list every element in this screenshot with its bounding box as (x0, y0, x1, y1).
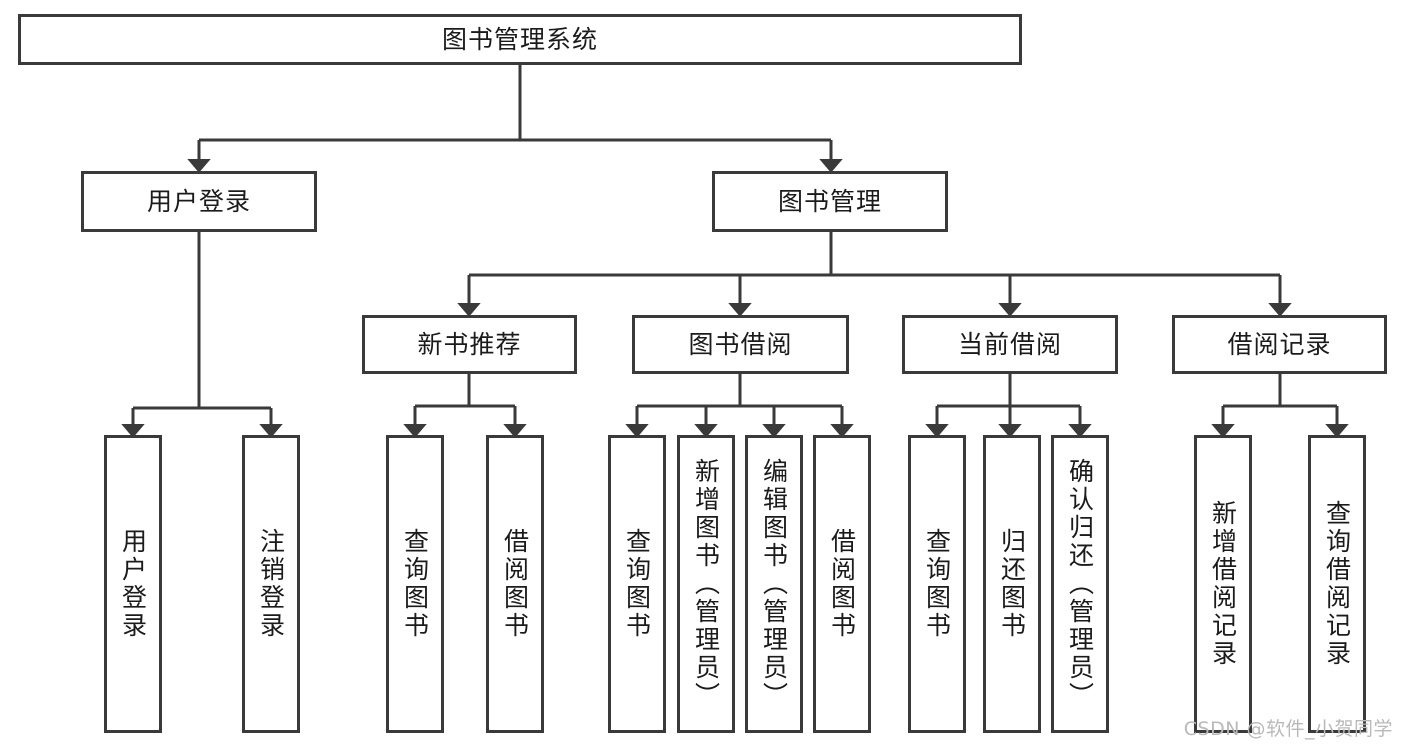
node-root[interactable]: 图书管理系统 (18, 14, 1022, 65)
leaf-query-book-borrow-label: 查询图书 (622, 528, 652, 640)
leaf-borrow-book-rec-label: 借阅图书 (500, 528, 530, 640)
node-user-login[interactable]: 用户登录 (81, 171, 317, 232)
node-book-manage-label: 图书管理 (777, 186, 882, 216)
leaf-logout-label: 注销登录 (256, 528, 286, 640)
leaf-confirm-return-admin[interactable]: 确认归还（管理员） (1051, 435, 1109, 733)
node-root-label: 图书管理系统 (441, 24, 598, 54)
leaf-borrow-book[interactable]: 借阅图书 (813, 435, 871, 733)
leaf-query-book-borrow[interactable]: 查询图书 (608, 435, 666, 733)
leaf-logout[interactable]: 注销登录 (242, 435, 300, 733)
leaf-query-book-rec-label: 查询图书 (400, 528, 430, 640)
leaf-query-borrow-record-label: 查询借阅记录 (1322, 500, 1352, 668)
node-book-borrow-label: 图书借阅 (688, 329, 793, 359)
leaf-add-book-admin[interactable]: 新增图书（管理员） (677, 435, 735, 733)
leaf-query-borrow-record[interactable]: 查询借阅记录 (1308, 435, 1366, 733)
leaf-edit-book-admin[interactable]: 编辑图书（管理员） (745, 435, 803, 733)
node-current-borrow[interactable]: 当前借阅 (902, 315, 1118, 374)
node-book-borrow[interactable]: 图书借阅 (632, 315, 849, 374)
node-current-borrow-label: 当前借阅 (957, 329, 1062, 359)
leaf-query-book-current-label: 查询图书 (922, 528, 952, 640)
leaf-return-book-label: 归还图书 (997, 528, 1027, 640)
leaf-add-borrow-record[interactable]: 新增借阅记录 (1194, 435, 1252, 733)
leaf-query-book-current[interactable]: 查询图书 (908, 435, 966, 733)
node-borrow-record-label: 借阅记录 (1227, 329, 1332, 359)
node-user-login-label: 用户登录 (146, 186, 251, 216)
leaf-user-login-label: 用户登录 (118, 528, 148, 640)
leaf-return-book[interactable]: 归还图书 (983, 435, 1041, 733)
leaf-borrow-book-rec[interactable]: 借阅图书 (486, 435, 544, 733)
csdn-watermark: CSDN @软件_小贺同学 (1183, 718, 1393, 740)
leaf-borrow-book-label: 借阅图书 (827, 528, 857, 640)
leaf-query-book-rec[interactable]: 查询图书 (386, 435, 444, 733)
leaf-edit-book-admin-label: 编辑图书（管理员） (759, 458, 789, 710)
node-new-book-recommend[interactable]: 新书推荐 (362, 315, 577, 374)
node-borrow-record[interactable]: 借阅记录 (1172, 315, 1387, 374)
node-book-manage[interactable]: 图书管理 (712, 171, 948, 232)
leaf-add-borrow-record-label: 新增借阅记录 (1208, 500, 1238, 668)
node-new-book-recommend-label: 新书推荐 (417, 329, 522, 359)
leaf-user-login[interactable]: 用户登录 (104, 435, 162, 733)
leaf-confirm-return-admin-label: 确认归还（管理员） (1065, 458, 1095, 710)
leaf-add-book-admin-label: 新增图书（管理员） (691, 458, 721, 710)
